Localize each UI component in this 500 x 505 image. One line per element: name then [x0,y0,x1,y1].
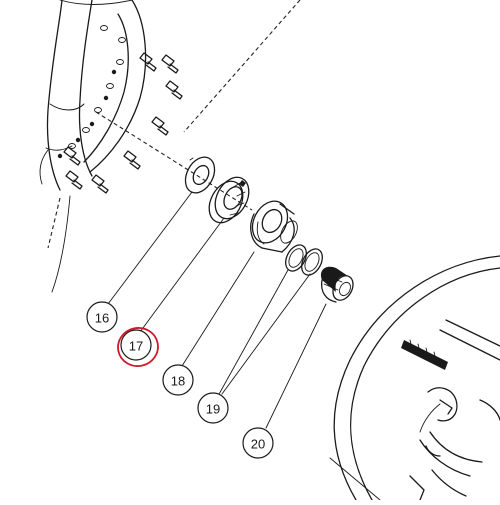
leader-line [39,149,49,185]
highlight-ring [117,327,159,367]
callout-circle [242,427,274,459]
callout-20[interactable]: 20 [242,427,274,459]
hex-bolt-icon [161,54,179,74]
hex-bolt-icon [65,170,83,190]
callout-circle [197,392,229,424]
callout-18[interactable]: 18 [162,364,194,396]
wheel-rim [333,255,500,501]
flange-housing [45,0,147,191]
hex-bolt-icon [63,146,81,166]
hex-bolt-icon [91,174,109,194]
callout-19[interactable]: 19 [197,392,229,424]
callout-label: 17 [129,339,143,354]
callout-label: 19 [206,402,220,417]
assembly-axis-lines [47,0,301,249]
flange-bolt-icon [111,69,117,75]
callout-16[interactable]: 16 [86,301,118,333]
flange-bolt-icon [103,95,109,101]
callout-circle [86,301,118,333]
leader-17 [139,217,225,333]
callout-circle [162,364,194,396]
flange-holes [68,25,126,149]
leader-line [51,195,71,293]
leader-extra [329,457,381,501]
bolt-set [63,52,183,194]
leader-18 [181,251,255,367]
bushing-icon [320,266,354,303]
hex-bolt-icon [139,52,157,72]
callout-label: 20 [251,437,265,452]
hex-bolt-icon [123,150,141,170]
leader-19a [217,269,289,397]
callout-leaders [107,191,381,501]
leader-20 [265,303,327,429]
leader-19b [221,273,311,395]
flange-bolt-icon [89,121,95,127]
leader-16 [107,191,193,305]
bearing-icon [208,176,250,224]
flange-bolt-icon [57,153,63,159]
callout-label: 18 [171,374,185,389]
o-ring-icon [285,244,323,276]
axle-shaft [401,340,448,370]
hex-bolt-icon [151,116,169,136]
callout-circle [120,329,152,361]
flange-bolt-icon [75,137,81,143]
hex-bolt-icon [165,80,183,100]
callout-17[interactable]: 17 [114,324,161,369]
hub-sleeve-icon [250,200,298,253]
callout-label: 16 [95,311,109,326]
washer-icon [184,156,216,194]
